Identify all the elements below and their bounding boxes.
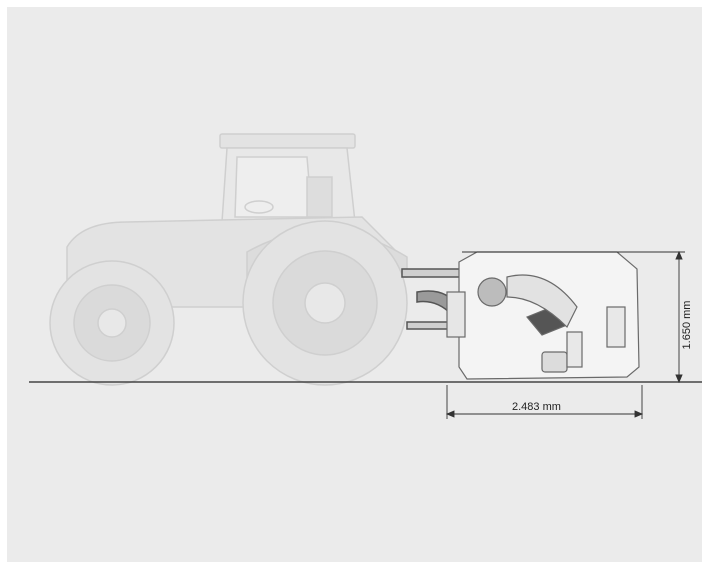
tractor-rear-hub bbox=[304, 282, 346, 324]
height-dimension-label: 1.650 mm bbox=[681, 300, 693, 350]
diagram-canvas: 2.483 mm 1.650 mm bbox=[7, 7, 702, 562]
tractor-front-hub bbox=[97, 308, 127, 338]
height-arrow-bottom bbox=[675, 374, 683, 384]
width-arrow-right bbox=[634, 410, 644, 418]
tractor-cab-roof bbox=[219, 133, 356, 149]
milling-machine bbox=[446, 251, 640, 380]
tractor-machine-drawing bbox=[29, 133, 702, 419]
machine-drum bbox=[541, 351, 568, 373]
machine-chute bbox=[506, 274, 578, 329]
upper-link bbox=[401, 268, 463, 278]
machine-cylinder bbox=[566, 331, 583, 368]
tractor bbox=[49, 133, 408, 386]
tractor-seat bbox=[306, 176, 333, 218]
width-arrow-left bbox=[445, 410, 455, 418]
width-dimension-label: 2.483 mm bbox=[512, 401, 561, 413]
machine-vent-left bbox=[477, 277, 507, 307]
height-arrow-top bbox=[675, 250, 683, 260]
machine-side-plate bbox=[606, 306, 626, 348]
height-dimension bbox=[462, 250, 685, 384]
tractor-steering-wheel bbox=[244, 200, 274, 214]
width-dimension bbox=[445, 385, 644, 419]
machine-mount-plate bbox=[446, 291, 466, 338]
